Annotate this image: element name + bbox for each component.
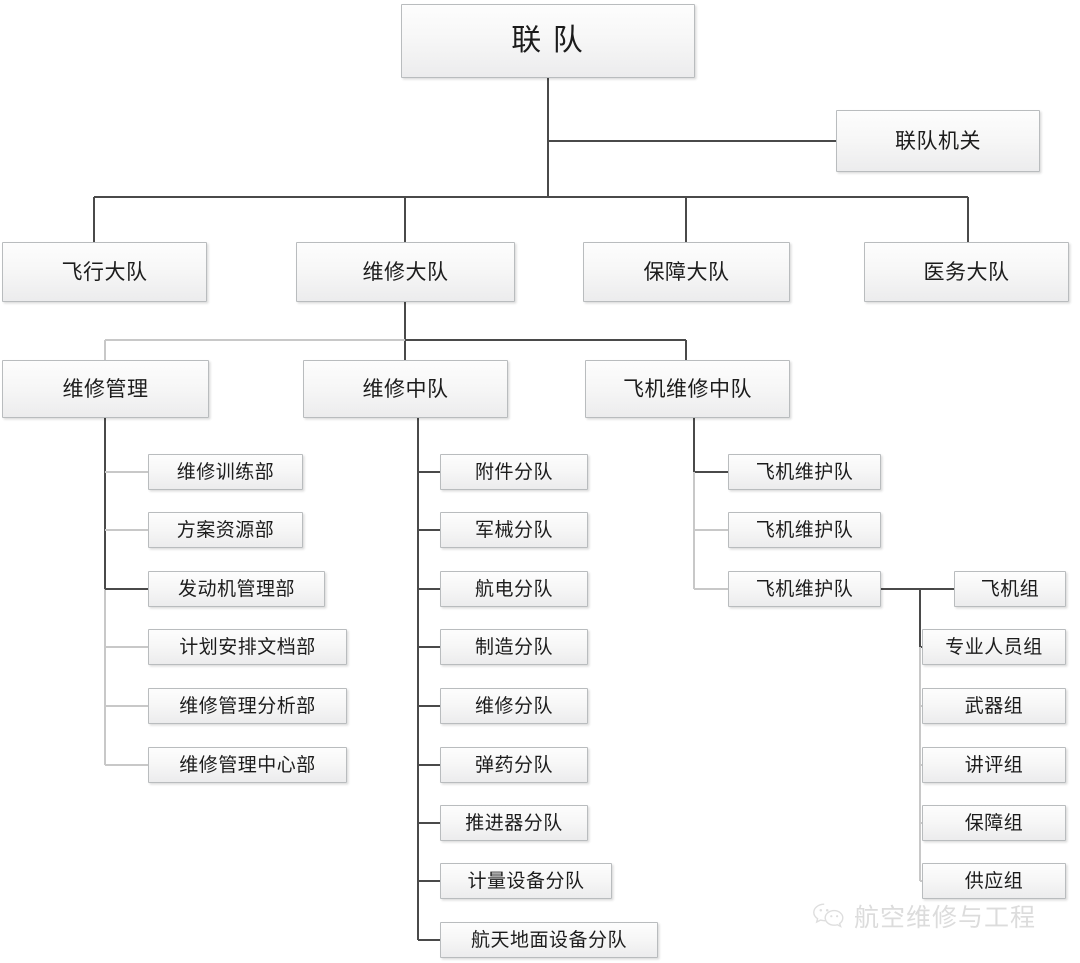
node-am-unit-2[interactable]: 飞机维护队 [728, 512, 881, 548]
node-group-support-label: 保障大队 [643, 259, 730, 284]
node-team-3-label: 武器组 [964, 695, 1024, 717]
node-squadron-aircraft-maintenance[interactable]: 飞机维修中队 [585, 360, 790, 418]
node-team-4-label: 讲评组 [964, 754, 1024, 776]
wechat-icon [813, 903, 844, 928]
node-ms-unit-2-label: 军械分队 [474, 519, 553, 541]
node-ms-unit-8-label: 计量设备分队 [467, 870, 585, 892]
node-mm-unit-2-label: 方案资源部 [176, 519, 275, 541]
node-group-maintenance-label: 维修大队 [362, 259, 449, 284]
node-ms-unit-9[interactable]: 航天地面设备分队 [440, 922, 658, 958]
node-group-support[interactable]: 保障大队 [583, 242, 790, 302]
node-team-2-label: 专业人员组 [945, 636, 1043, 658]
node-group-medical[interactable]: 医务大队 [864, 242, 1069, 302]
node-wing-headquarters-label: 联队机关 [895, 128, 981, 153]
node-mm-unit-5-label: 维修管理分析部 [179, 695, 316, 717]
node-group-flight-label: 飞行大队 [61, 259, 148, 284]
node-mm-unit-6-label: 维修管理中心部 [179, 754, 316, 776]
node-ms-unit-9-label: 航天地面设备分队 [470, 929, 627, 951]
node-ms-unit-5[interactable]: 维修分队 [440, 688, 588, 724]
node-ms-unit-7[interactable]: 推进器分队 [440, 805, 588, 841]
node-am-unit-1[interactable]: 飞机维护队 [728, 454, 881, 490]
node-ms-unit-6-label: 弹药分队 [474, 754, 553, 776]
node-mm-unit-2[interactable]: 方案资源部 [148, 512, 303, 548]
node-squadron-maintenance-label: 维修中队 [362, 376, 449, 401]
node-ms-unit-1[interactable]: 附件分队 [440, 454, 588, 490]
node-ms-unit-3[interactable]: 航电分队 [440, 571, 588, 607]
node-am-unit-3-label: 飞机维护队 [755, 578, 854, 600]
node-ms-unit-4-label: 制造分队 [474, 636, 553, 658]
node-root-label: 联 队 [511, 24, 585, 57]
node-team-1-label: 飞机组 [980, 578, 1040, 600]
node-mm-unit-3[interactable]: 发动机管理部 [148, 571, 325, 607]
node-am-unit-1-label: 飞机维护队 [755, 461, 854, 483]
node-mm-unit-5[interactable]: 维修管理分析部 [148, 688, 347, 724]
node-ms-unit-6[interactable]: 弹药分队 [440, 747, 588, 783]
node-ms-unit-8[interactable]: 计量设备分队 [440, 863, 612, 899]
node-mm-unit-1[interactable]: 维修训练部 [148, 454, 303, 490]
watermark-text: 航空维修与工程 [854, 905, 1037, 932]
node-team-2[interactable]: 专业人员组 [922, 629, 1066, 665]
node-mm-unit-1-label: 维修训练部 [176, 461, 275, 483]
node-ms-unit-7-label: 推进器分队 [465, 812, 563, 834]
node-team-6-label: 供应组 [964, 870, 1024, 892]
node-root[interactable]: 联 队 [401, 4, 695, 78]
node-squadron-maintenance-management-label: 维修管理 [62, 376, 149, 401]
node-am-unit-2-label: 飞机维护队 [755, 519, 854, 541]
node-team-1[interactable]: 飞机组 [954, 571, 1066, 607]
node-squadron-maintenance-management[interactable]: 维修管理 [2, 360, 209, 418]
node-group-medical-label: 医务大队 [923, 259, 1010, 284]
node-team-6[interactable]: 供应组 [922, 863, 1066, 899]
node-mm-unit-4-label: 计划安排文档部 [179, 636, 316, 658]
node-ms-unit-3-label: 航电分队 [474, 578, 553, 600]
node-mm-unit-3-label: 发动机管理部 [177, 578, 295, 600]
node-team-4[interactable]: 讲评组 [922, 747, 1066, 783]
watermark: 航空维修与工程 [812, 898, 1036, 934]
node-wing-headquarters[interactable]: 联队机关 [836, 110, 1040, 172]
node-team-5-label: 保障组 [964, 812, 1024, 834]
node-mm-unit-4[interactable]: 计划安排文档部 [148, 629, 347, 665]
node-ms-unit-2[interactable]: 军械分队 [440, 512, 588, 548]
node-ms-unit-5-label: 维修分队 [474, 695, 553, 717]
node-group-maintenance[interactable]: 维修大队 [296, 242, 515, 302]
node-am-unit-3[interactable]: 飞机维护队 [728, 571, 881, 607]
node-ms-unit-4[interactable]: 制造分队 [440, 629, 588, 665]
node-team-3[interactable]: 武器组 [922, 688, 1066, 724]
node-team-5[interactable]: 保障组 [922, 805, 1066, 841]
node-ms-unit-1-label: 附件分队 [474, 461, 553, 483]
node-squadron-maintenance[interactable]: 维修中队 [303, 360, 508, 418]
node-mm-unit-6[interactable]: 维修管理中心部 [148, 747, 347, 783]
node-squadron-aircraft-maintenance-label: 飞机维修中队 [623, 376, 752, 401]
node-group-flight[interactable]: 飞行大队 [2, 242, 207, 302]
